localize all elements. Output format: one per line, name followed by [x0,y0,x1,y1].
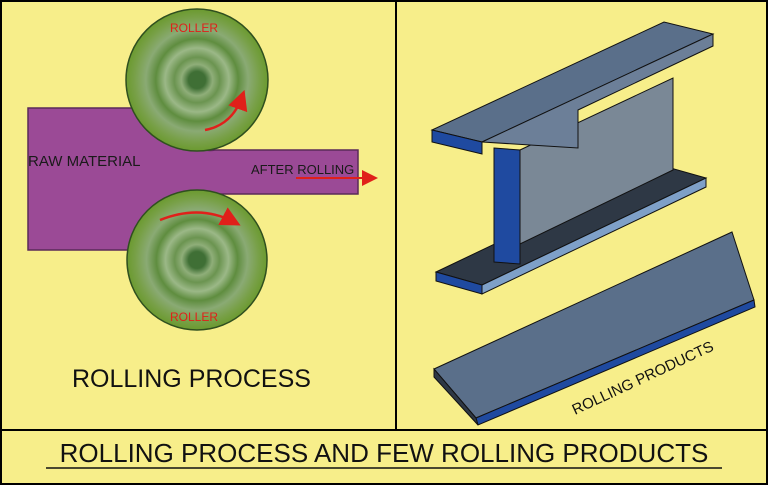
top-roller-label: ROLLER [170,21,218,35]
i-beam-web-front [493,147,521,265]
i-beam-product [430,21,715,295]
i-beam-top-flange-front [431,129,483,155]
raw-material-label: RAW MATERIAL [28,153,141,170]
bottom-roller-label: ROLLER [170,310,218,324]
bottom-roller-rotation-arrow [159,207,241,226]
i-beam-bottom-flange-front [435,271,483,295]
rolling-process-illustration: ROLLER ROLLER RAW MATERIAL AFTER ROLLING… [27,8,378,393]
i-beam-top-flange-edge [481,33,714,149]
footer-title: ROLLING PROCESS AND FEW ROLLING PRODUCTS [60,438,709,468]
top-roller-rotation-arrow [204,89,248,132]
flat-plate-product [433,231,756,426]
after-rolling-label: AFTER ROLLING [251,162,354,177]
bottom-roller [126,189,268,331]
rolling-process-caption: ROLLING PROCESS [72,365,311,393]
plate-side-edge [433,367,479,426]
